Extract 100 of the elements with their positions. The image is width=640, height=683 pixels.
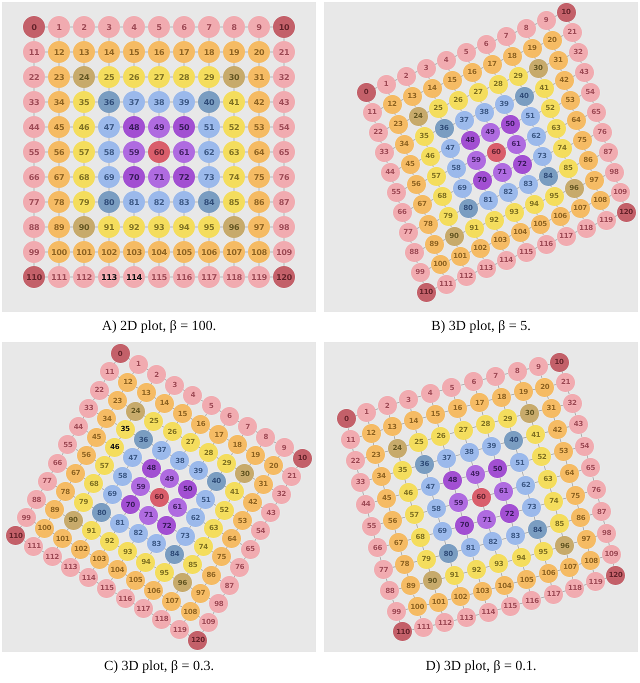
network-node: 18 xyxy=(198,41,220,63)
network-node: 66 xyxy=(23,166,45,188)
network-node: 84 xyxy=(198,191,220,213)
network-node: 64 xyxy=(248,141,270,163)
network-node: 31 xyxy=(248,66,270,88)
network-node: 3 xyxy=(98,16,120,38)
network-node: 71 xyxy=(148,166,170,188)
network-node: 113 xyxy=(98,266,120,288)
network-node: 93 xyxy=(148,216,170,238)
network-node: 91 xyxy=(98,216,120,238)
network-node: 52 xyxy=(223,116,245,138)
network-node: 61 xyxy=(173,141,195,163)
network-node: 108 xyxy=(248,241,270,263)
network-node: 14 xyxy=(98,41,120,63)
network-node: 75 xyxy=(248,166,270,188)
network-node: 57 xyxy=(73,141,95,163)
network-node: 63 xyxy=(223,141,245,163)
network-node: 81 xyxy=(123,191,145,213)
network-node: 2 xyxy=(73,16,95,38)
network-node: 32 xyxy=(273,66,295,88)
panel-caption: A) 2D plot, β = 100. xyxy=(102,318,216,336)
network-node: 40 xyxy=(198,91,220,113)
network-node: 11 xyxy=(23,41,45,63)
network-node: 76 xyxy=(273,166,295,188)
network-node: 104 xyxy=(148,241,170,263)
network-node: 41 xyxy=(223,91,245,113)
network-node: 92 xyxy=(123,216,145,238)
network-node: 86 xyxy=(248,191,270,213)
panel-caption: C) 3D plot, β = 0.3. xyxy=(104,658,214,676)
network-node: 59 xyxy=(123,141,145,163)
network-node: 97 xyxy=(248,216,270,238)
network-node: 116 xyxy=(173,266,195,288)
network-node: 88 xyxy=(23,216,45,238)
network-node: 54 xyxy=(273,116,295,138)
network-node: 112 xyxy=(73,266,95,288)
network-node: 20 xyxy=(248,41,270,63)
network-node: 19 xyxy=(223,41,245,63)
network-node: 38 xyxy=(148,91,170,113)
network-node: 117 xyxy=(198,266,220,288)
network-node: 95 xyxy=(198,216,220,238)
network-node: 15 xyxy=(123,41,145,63)
network-node: 98 xyxy=(273,216,295,238)
network-node: 25 xyxy=(98,66,120,88)
network-node: 67 xyxy=(48,166,70,188)
network-node: 69 xyxy=(98,166,120,188)
network-node: 6 xyxy=(173,16,195,38)
network-node: 107 xyxy=(223,241,245,263)
network-node: 17 xyxy=(173,41,195,63)
network-node: 44 xyxy=(23,116,45,138)
network-node: 74 xyxy=(223,166,245,188)
network-node: 53 xyxy=(248,116,270,138)
network-node: 16 xyxy=(148,41,170,63)
network-node: 114 xyxy=(123,266,145,288)
network-node: 82 xyxy=(148,191,170,213)
network-node: 102 xyxy=(98,241,120,263)
network-node: 109 xyxy=(273,241,295,263)
network-node: 0 xyxy=(23,16,45,38)
network-node: 26 xyxy=(123,66,145,88)
network-node: 22 xyxy=(23,66,45,88)
network-node: 89 xyxy=(48,216,70,238)
network-node: 79 xyxy=(73,191,95,213)
network-node: 73 xyxy=(198,166,220,188)
network-node: 24 xyxy=(73,66,95,88)
network-node: 35 xyxy=(73,91,95,113)
network-node: 70 xyxy=(123,166,145,188)
network-node: 7 xyxy=(198,16,220,38)
network-node: 72 xyxy=(173,166,195,188)
network-node: 65 xyxy=(273,141,295,163)
network-node: 23 xyxy=(48,66,70,88)
network-node: 68 xyxy=(73,166,95,188)
network-node: 77 xyxy=(23,191,45,213)
network-node: 90 xyxy=(73,216,95,238)
network-node: 36 xyxy=(98,91,120,113)
network-node: 5 xyxy=(148,16,170,38)
network-node: 12 xyxy=(48,41,70,63)
network-node: 46 xyxy=(73,116,95,138)
panel-caption: D) 3D plot, β = 0.1. xyxy=(426,658,536,676)
network-node: 115 xyxy=(148,266,170,288)
network-node: 8 xyxy=(223,16,245,38)
network-node: 119 xyxy=(248,266,270,288)
network-node: 34 xyxy=(48,91,70,113)
network-node: 37 xyxy=(123,91,145,113)
network-node: 50 xyxy=(173,116,195,138)
network-node: 4 xyxy=(123,16,145,38)
network-node: 105 xyxy=(173,241,195,263)
network-node: 60 xyxy=(148,141,170,163)
network-node: 28 xyxy=(173,66,195,88)
network-node: 9 xyxy=(248,16,270,38)
network-node: 106 xyxy=(198,241,220,263)
network-node: 49 xyxy=(148,116,170,138)
network-node: 85 xyxy=(223,191,245,213)
network-node: 101 xyxy=(73,241,95,263)
network-node: 39 xyxy=(173,91,195,113)
network-node: 120 xyxy=(273,266,295,288)
network-node: 87 xyxy=(273,191,295,213)
network-node: 51 xyxy=(198,116,220,138)
network-node: 111 xyxy=(48,266,70,288)
network-node: 47 xyxy=(98,116,120,138)
network-node: 27 xyxy=(148,66,170,88)
network-node: 13 xyxy=(73,41,95,63)
